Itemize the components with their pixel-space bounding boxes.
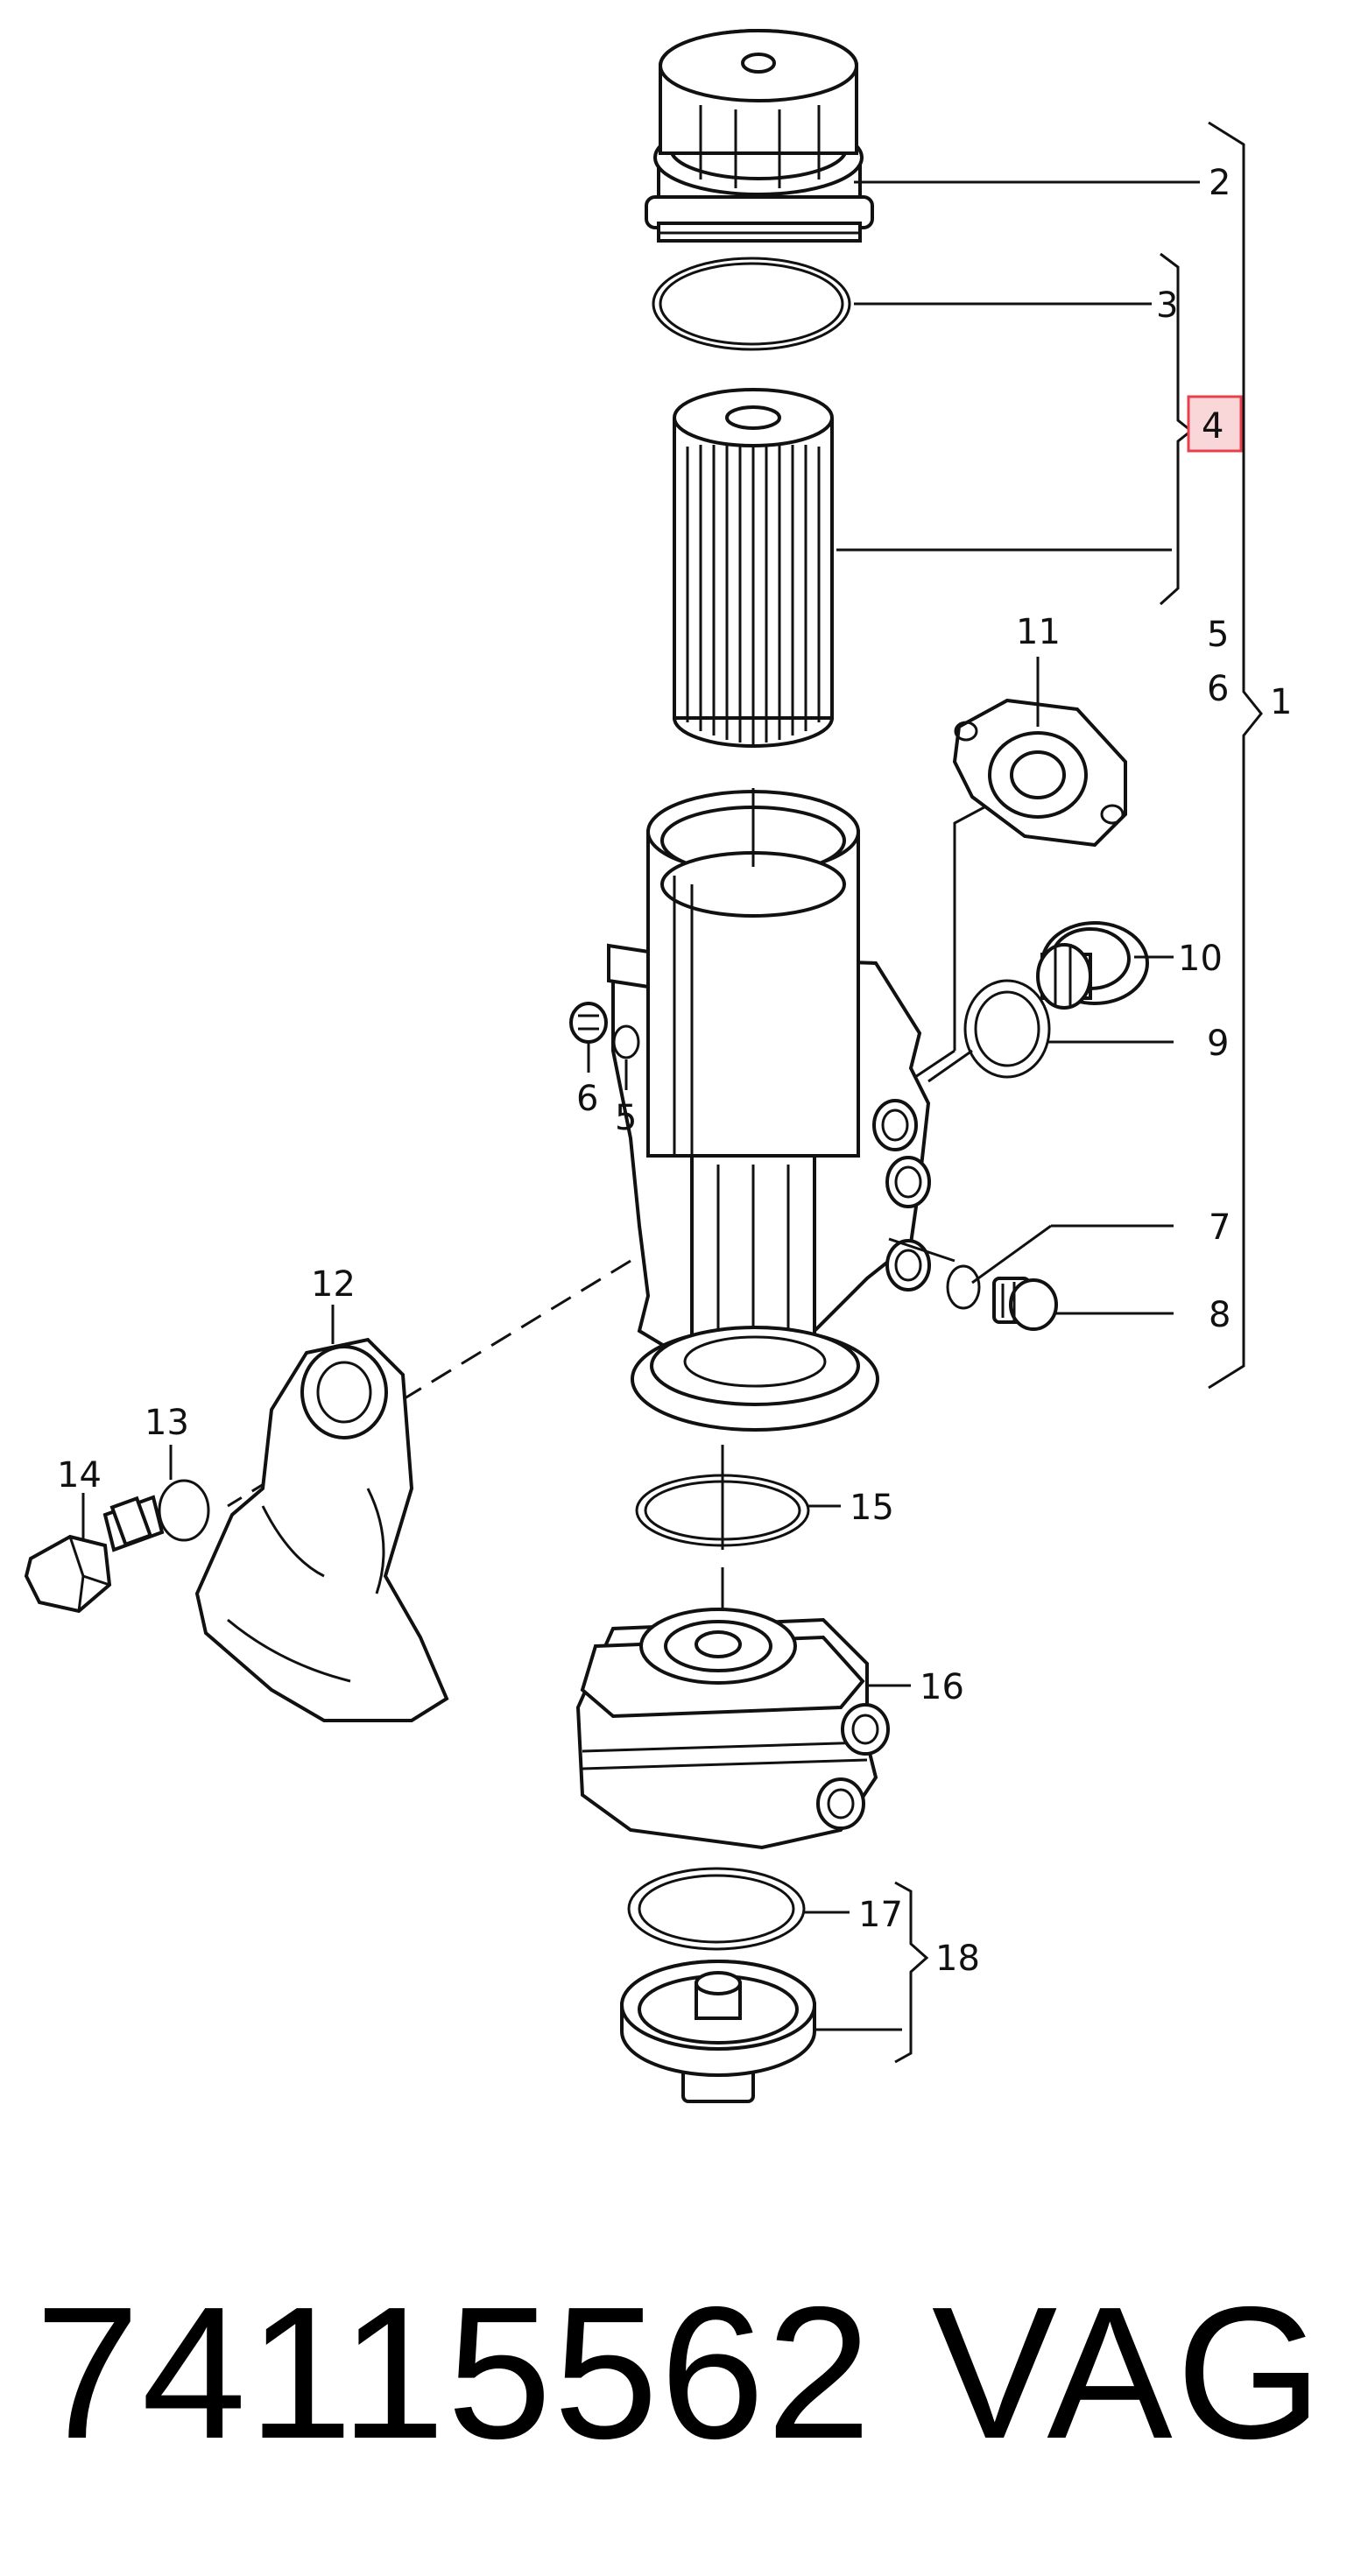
part-number: 74115562 bbox=[35, 2267, 873, 2478]
highlight-box bbox=[1187, 395, 1243, 453]
seal-ring-large[interactable] bbox=[963, 979, 1051, 1079]
oil-plug[interactable] bbox=[992, 1277, 1058, 1331]
oil-cooler[interactable] bbox=[575, 1608, 890, 1850]
small-plug-left[interactable] bbox=[569, 1002, 608, 1044]
footer: 74115562 VAG bbox=[0, 2242, 1361, 2504]
callout-16: 16 bbox=[920, 1667, 964, 1707]
mounting-bracket[interactable] bbox=[194, 1337, 449, 1722]
guide-line bbox=[914, 1049, 956, 1079]
callout-8: 8 bbox=[1209, 1295, 1231, 1335]
callout-15: 15 bbox=[850, 1488, 894, 1528]
callout-4: 4 bbox=[1202, 406, 1223, 447]
callout-2: 2 bbox=[1209, 163, 1231, 203]
filter-element[interactable] bbox=[673, 388, 834, 748]
callout-5: 5 bbox=[1207, 615, 1229, 655]
leader-lines bbox=[81, 180, 1200, 2031]
brand-name: VAG bbox=[931, 2267, 1326, 2478]
callout-5b: 5 bbox=[615, 1098, 637, 1138]
callout-12: 12 bbox=[311, 1264, 356, 1305]
callout-13: 13 bbox=[145, 1403, 189, 1443]
housing-o-ring[interactable] bbox=[635, 1474, 810, 1547]
callout-18: 18 bbox=[935, 1939, 980, 1979]
oil-filter-housing[interactable] bbox=[607, 790, 931, 1432]
filter-cap[interactable] bbox=[645, 29, 874, 243]
small-seal-left[interactable] bbox=[612, 1024, 640, 1059]
guide-line bbox=[888, 1237, 956, 1263]
cooler-cover[interactable] bbox=[620, 1960, 816, 2103]
callout-6b: 6 bbox=[576, 1079, 598, 1119]
callout-14: 14 bbox=[57, 1455, 102, 1496]
seal-ring-small[interactable] bbox=[946, 1264, 981, 1310]
hex-bolt[interactable] bbox=[24, 1495, 165, 1614]
callout-17: 17 bbox=[858, 1895, 903, 1935]
callout-11: 11 bbox=[1016, 612, 1061, 652]
guide-line bbox=[927, 1049, 973, 1083]
callout-9: 9 bbox=[1207, 1024, 1229, 1064]
cover-o-ring[interactable] bbox=[627, 1867, 806, 1951]
callout-6: 6 bbox=[1207, 669, 1229, 709]
callout-3: 3 bbox=[1156, 285, 1178, 326]
gasket-plate[interactable] bbox=[952, 698, 1127, 848]
callout-1: 1 bbox=[1270, 682, 1292, 722]
washer[interactable] bbox=[158, 1479, 210, 1542]
cap-o-ring[interactable] bbox=[652, 257, 851, 351]
screw-plug[interactable] bbox=[1036, 921, 1149, 1010]
callout-7: 7 bbox=[1209, 1207, 1231, 1248]
callout-10: 10 bbox=[1178, 939, 1223, 979]
exploded-parts-diagram: 2 3 4 5 6 1 11 10 9 6 5 7 8 12 13 14 15 … bbox=[24, 29, 1292, 2103]
